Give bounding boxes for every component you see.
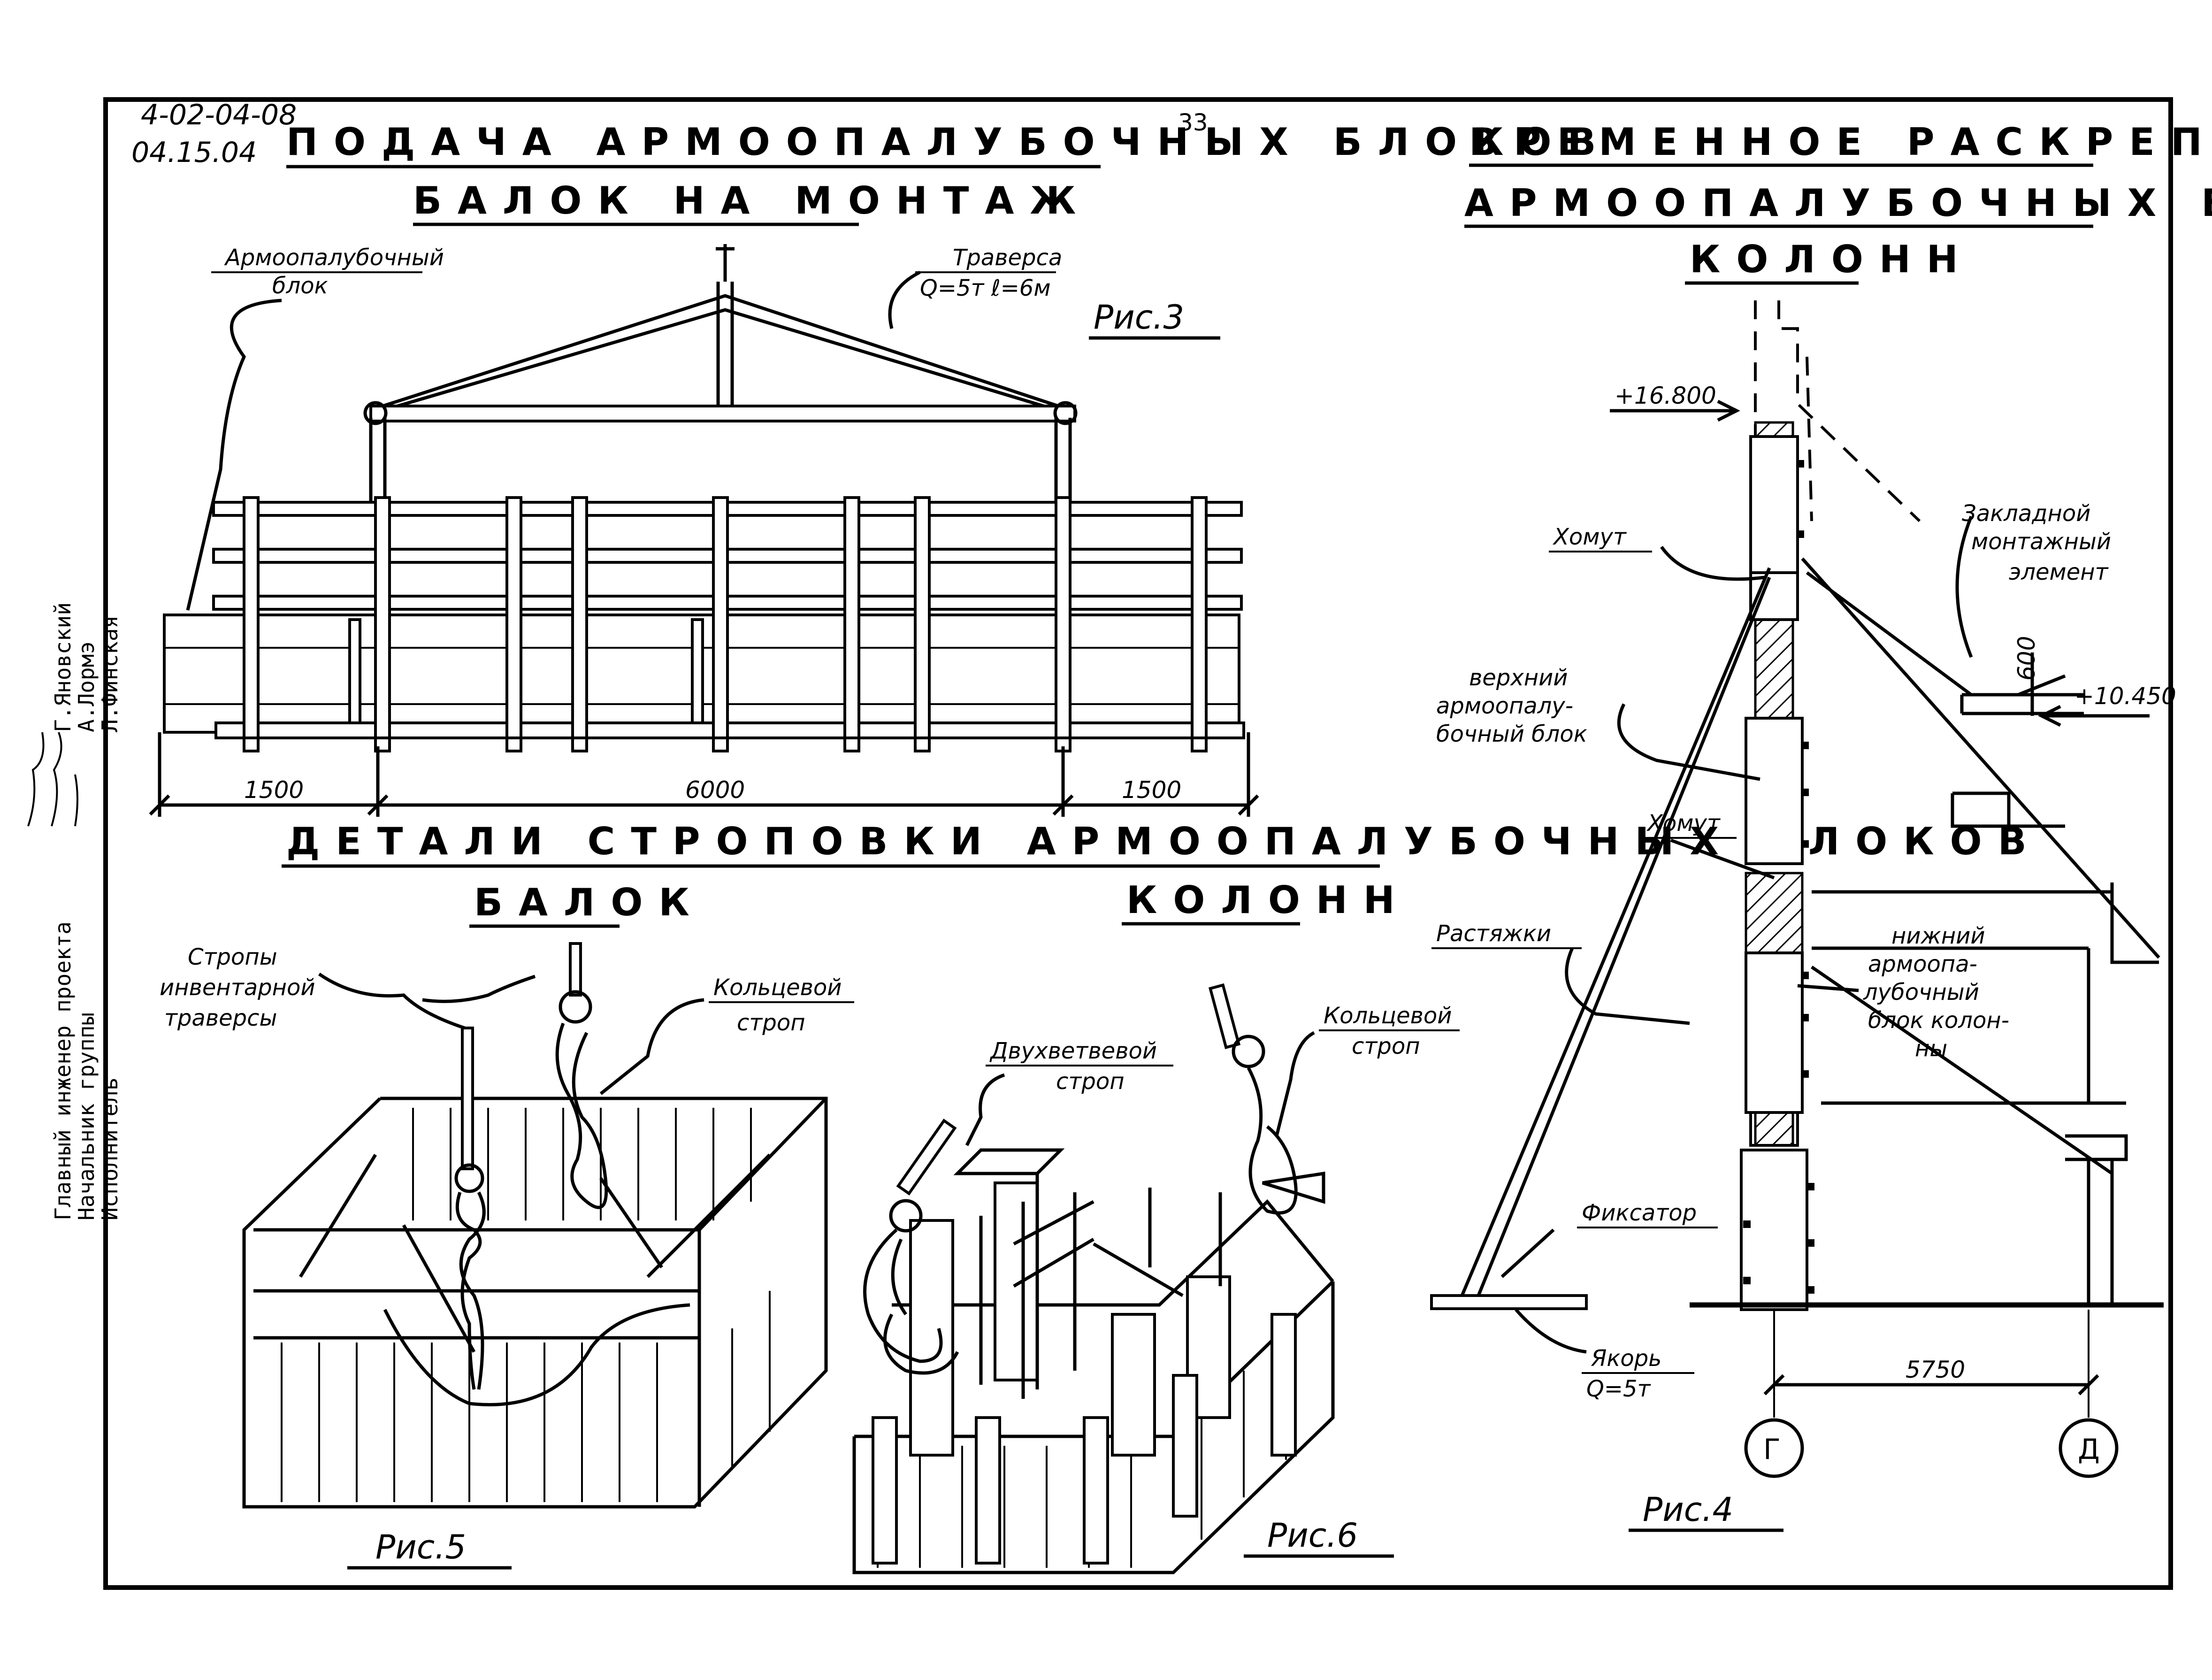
fig4-dim-600: 600 xyxy=(2013,636,2040,681)
subtitle-beams: БАЛОК xyxy=(474,881,705,924)
fig4-label: Рис.4 xyxy=(1643,1490,1733,1529)
title-beams-feed-2: БАЛОК НА МОНТАЖ xyxy=(413,179,1092,222)
name-executor: Л.Финская xyxy=(97,615,122,732)
title-beams-feed-1: ПОДАЧА АРМООПАЛУБОЧНЫХ БЛОКОВ xyxy=(286,120,1612,164)
role-executor: Исполнитель xyxy=(97,1077,122,1220)
title-temp-fix-3: КОЛОНН xyxy=(1690,238,1974,281)
fig4-axis-g: Г xyxy=(1763,1433,1781,1466)
subtitle-columns: КОЛОНН xyxy=(1126,878,1411,922)
fig3-block-label-2: блок xyxy=(272,273,328,299)
title-temp-fix-1: ВРЕМЕННОЕ РАСКРЕПЛЕНИЕ xyxy=(1469,120,2212,164)
name-chief-engineer: Г.Яновский xyxy=(50,602,76,732)
page-number: 33 xyxy=(1178,109,1208,136)
fig4-dim-5750: 5750 xyxy=(1906,1356,1965,1383)
fig4-embed-2: монтажный xyxy=(1971,529,2111,555)
fig5-slings-2: инвентарной xyxy=(160,974,315,1001)
fig6-label: Рис.6 xyxy=(1267,1516,1358,1555)
fig4-lower-1: нижний xyxy=(1891,923,1985,949)
fig4-upper-1: верхний xyxy=(1469,665,1568,691)
sheet-frame xyxy=(103,97,2173,1590)
signature-block: Главный инженер проекта Начальник группы… xyxy=(50,921,122,1220)
fig3-traverse-1: Траверса xyxy=(953,245,1062,271)
fig4-embed-3: элемент xyxy=(2009,559,2109,585)
handwritten-signatures xyxy=(27,732,78,827)
fig3-dim-right: 1500 xyxy=(1122,776,1181,804)
fig3-dim-left: 1500 xyxy=(244,776,304,804)
doc-code-line1: 4-02-04-08 xyxy=(141,99,297,131)
fig4-anchor-2: Q=5т xyxy=(1586,1376,1652,1402)
fig3-traverse-2: Q=5т ℓ=6м xyxy=(920,275,1051,301)
fig6-double-1: Двухветвевой xyxy=(989,1038,1157,1064)
fig4-upper-2: армоопалу- xyxy=(1436,693,1573,719)
fig4-upper-3: бочный блок xyxy=(1436,721,1587,747)
fig4-column-drawing xyxy=(1430,300,2164,1478)
fig4-axis-d: Д xyxy=(2078,1433,2100,1466)
fig5-slings-3: траверсы xyxy=(164,1005,277,1031)
name-group-head: А.Лормэ xyxy=(74,641,99,732)
fig4-embed-1: Закладной xyxy=(1962,500,2090,527)
fig5-ring-1: Кольцевой xyxy=(713,974,842,1001)
fig3-beam-block-drawing xyxy=(149,244,1259,817)
fig5-beam-slinging-drawing xyxy=(242,942,828,1509)
fig4-lower-2: армоопа- xyxy=(1868,951,1977,977)
fig6-ring-2: строп xyxy=(1352,1033,1420,1059)
title-slinging-details: ДЕТАЛИ СТРОПОВКИ АРМООПАЛУБОЧНЫХ БЛОКОВ xyxy=(286,820,2043,863)
fig4-elev-top: +16.800 xyxy=(1615,382,1716,409)
fig4-lower-4: блок колон- xyxy=(1868,1007,2009,1034)
title-temp-fix-2: АРМООПАЛУБОЧНЫХ БЛОКОВ xyxy=(1464,181,2212,225)
fig4-anchor-1: Якорь xyxy=(1591,1345,1661,1372)
fig6-ring-1: Кольцевой xyxy=(1324,1003,1452,1029)
fig6-double-2: строп xyxy=(1056,1068,1125,1095)
fig4-collar-2: Хомут xyxy=(1646,810,1721,836)
fig5-slings-1: Стропы xyxy=(188,944,277,970)
fig3-label: Рис.3 xyxy=(1094,298,1184,337)
fig4-fixer: Фиксатор xyxy=(1582,1200,1697,1226)
fig5-label: Рис.5 xyxy=(375,1528,466,1566)
signature-names: Г.Яновский А.Лормэ Л.Финская xyxy=(50,602,122,732)
fig4-braces: Растяжки xyxy=(1436,921,1551,947)
fig6-column-slinging-drawing xyxy=(852,983,1335,1574)
fig4-lower-5: ны xyxy=(1915,1036,1947,1062)
fig4-collar-1: Хомут xyxy=(1552,524,1627,550)
fig3-block-label-1: Армоопалубочный xyxy=(224,245,444,271)
role-chief-engineer: Главный инженер проекта xyxy=(50,921,76,1220)
role-group-head: Начальник группы xyxy=(74,1013,99,1220)
doc-code-line2: 04.15.04 xyxy=(131,136,257,169)
fig4-lower-3: лубочный xyxy=(1863,979,1979,1005)
fig3-dim-mid: 6000 xyxy=(685,776,745,804)
fig5-ring-2: строп xyxy=(737,1010,805,1036)
fig4-elev-mid: +10.450 xyxy=(2074,683,2176,710)
